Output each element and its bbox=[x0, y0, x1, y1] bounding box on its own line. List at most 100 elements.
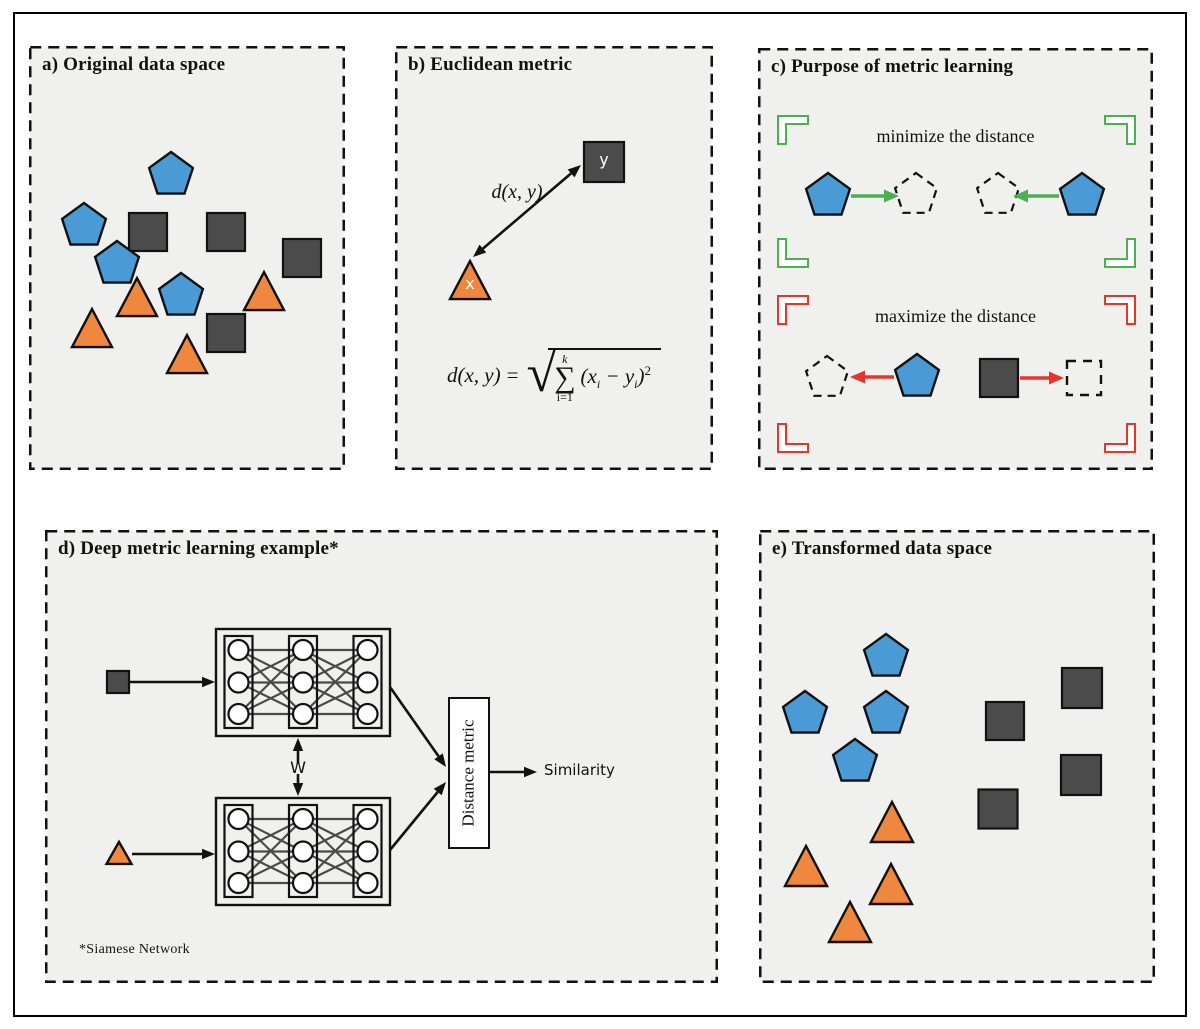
arrowhead bbox=[473, 244, 487, 257]
pentagon-shape bbox=[804, 171, 852, 216]
network-connection bbox=[302, 649, 368, 684]
pentagon-shape bbox=[93, 239, 141, 284]
distance-metric-box-label: Distance metric bbox=[459, 719, 478, 827]
green-corner-bracket bbox=[1104, 238, 1136, 268]
network-outer-box bbox=[214, 627, 392, 738]
pentagon-shape bbox=[862, 689, 910, 734]
neuron-node bbox=[291, 871, 315, 895]
arrowhead bbox=[1049, 371, 1064, 385]
square-shape bbox=[978, 357, 1020, 399]
radicand: k ∑ i=1 (xi − yi)2 bbox=[548, 348, 662, 403]
triangle-shape bbox=[868, 861, 914, 906]
triangle-shape bbox=[242, 269, 286, 312]
network-connection bbox=[238, 850, 304, 884]
neuron-node bbox=[356, 807, 379, 831]
siamese-network-footnote: *Siamese Network bbox=[79, 942, 190, 957]
triangle-shape bbox=[869, 799, 915, 844]
shared-weights-label: W bbox=[290, 758, 306, 777]
neuron-node bbox=[227, 638, 250, 662]
network-connection bbox=[302, 818, 369, 884]
green-corner-bracket bbox=[1104, 115, 1136, 145]
panel-transformed-data-space: e) Transformed data space bbox=[759, 530, 1155, 983]
square-shape bbox=[127, 211, 169, 253]
network-connection bbox=[302, 649, 369, 715]
arrow-line bbox=[388, 686, 440, 758]
panel-a-title: a) Original data space bbox=[42, 54, 226, 75]
square-shape bbox=[977, 788, 1019, 830]
original-data-space-canvas bbox=[29, 46, 345, 470]
arrow-line bbox=[482, 172, 572, 250]
dashed-pentagon-shape bbox=[893, 171, 939, 214]
arrowhead bbox=[202, 848, 215, 860]
euclidean-metric-canvas bbox=[395, 46, 713, 470]
red-corner-bracket bbox=[777, 295, 809, 325]
transformed-data-space-canvas bbox=[759, 530, 1155, 983]
network-layer-box bbox=[287, 634, 319, 730]
triangle-shape bbox=[827, 899, 873, 944]
neuron-node bbox=[356, 840, 379, 863]
pentagon-shape bbox=[893, 352, 941, 397]
square-shape bbox=[205, 211, 247, 253]
red-corner-bracket bbox=[1104, 423, 1136, 453]
green-corner-bracket bbox=[777, 115, 809, 145]
neuron-node bbox=[227, 840, 250, 863]
arrowhead bbox=[524, 766, 537, 778]
square-shape bbox=[1060, 666, 1104, 710]
summation: k ∑ i=1 bbox=[554, 353, 575, 403]
pentagon-shape bbox=[60, 201, 108, 246]
network-outer-box bbox=[214, 796, 392, 907]
distance-arrow-label: d(x, y) bbox=[491, 181, 543, 203]
panel-dashed-border bbox=[395, 46, 713, 470]
network-connection bbox=[238, 649, 304, 684]
pentagon-shape bbox=[781, 689, 829, 734]
network-layer-box bbox=[287, 803, 319, 899]
panel-purpose-of-metric-learning: c) Purpose of metric learning minimize t… bbox=[758, 48, 1153, 470]
triangle-shape bbox=[70, 306, 114, 349]
network-connection bbox=[238, 818, 304, 853]
square-shape bbox=[1059, 753, 1103, 797]
pentagon-shape bbox=[147, 150, 195, 195]
arrowhead bbox=[202, 676, 215, 688]
arrowhead bbox=[884, 189, 899, 203]
formula-equals: = bbox=[506, 362, 519, 387]
panel-b-title: b) Euclidean metric bbox=[408, 54, 573, 75]
triangle-shape bbox=[115, 275, 159, 318]
pentagon-shape bbox=[862, 632, 910, 677]
neuron-node bbox=[227, 702, 250, 726]
arrowhead bbox=[433, 782, 446, 796]
panel-c-title: c) Purpose of metric learning bbox=[771, 56, 1014, 77]
neuron-node bbox=[356, 702, 379, 726]
sum-lower-limit: i=1 bbox=[556, 389, 573, 404]
neuron-node bbox=[291, 807, 315, 831]
network-layer-box bbox=[223, 803, 254, 899]
neuron-node bbox=[291, 638, 315, 662]
panel-dashed-border bbox=[45, 530, 718, 983]
formula-lhs: d(x, y) bbox=[446, 362, 501, 387]
panel-e-title: e) Transformed data space bbox=[772, 538, 993, 559]
sum-upper-limit: k bbox=[562, 352, 568, 366]
network-connection bbox=[302, 681, 368, 715]
network-layer-box bbox=[352, 803, 383, 899]
similarity-output-label: Similarity bbox=[544, 761, 615, 779]
triangle-shape bbox=[448, 258, 492, 301]
sum-symbol: ∑ bbox=[554, 361, 576, 394]
dashed-pentagon-shape bbox=[975, 171, 1021, 214]
triangle-shape bbox=[783, 843, 829, 888]
arrowhead bbox=[292, 783, 304, 796]
square-shape bbox=[205, 312, 247, 354]
arrow-line bbox=[388, 791, 439, 851]
arrowhead bbox=[434, 753, 446, 767]
network-connection bbox=[238, 681, 304, 715]
point-y-label: y bbox=[599, 150, 609, 169]
radical-sign: √ bbox=[526, 342, 557, 403]
network-layer-box bbox=[223, 634, 254, 730]
network-connection bbox=[237, 649, 304, 715]
network-connection bbox=[237, 818, 304, 884]
red-corner-bracket bbox=[777, 423, 809, 453]
point-x-label: x bbox=[465, 274, 475, 293]
neuron-node bbox=[227, 671, 250, 694]
triangle-shape bbox=[104, 839, 134, 866]
arrowhead bbox=[1013, 189, 1028, 203]
figure-border bbox=[13, 12, 1187, 1017]
